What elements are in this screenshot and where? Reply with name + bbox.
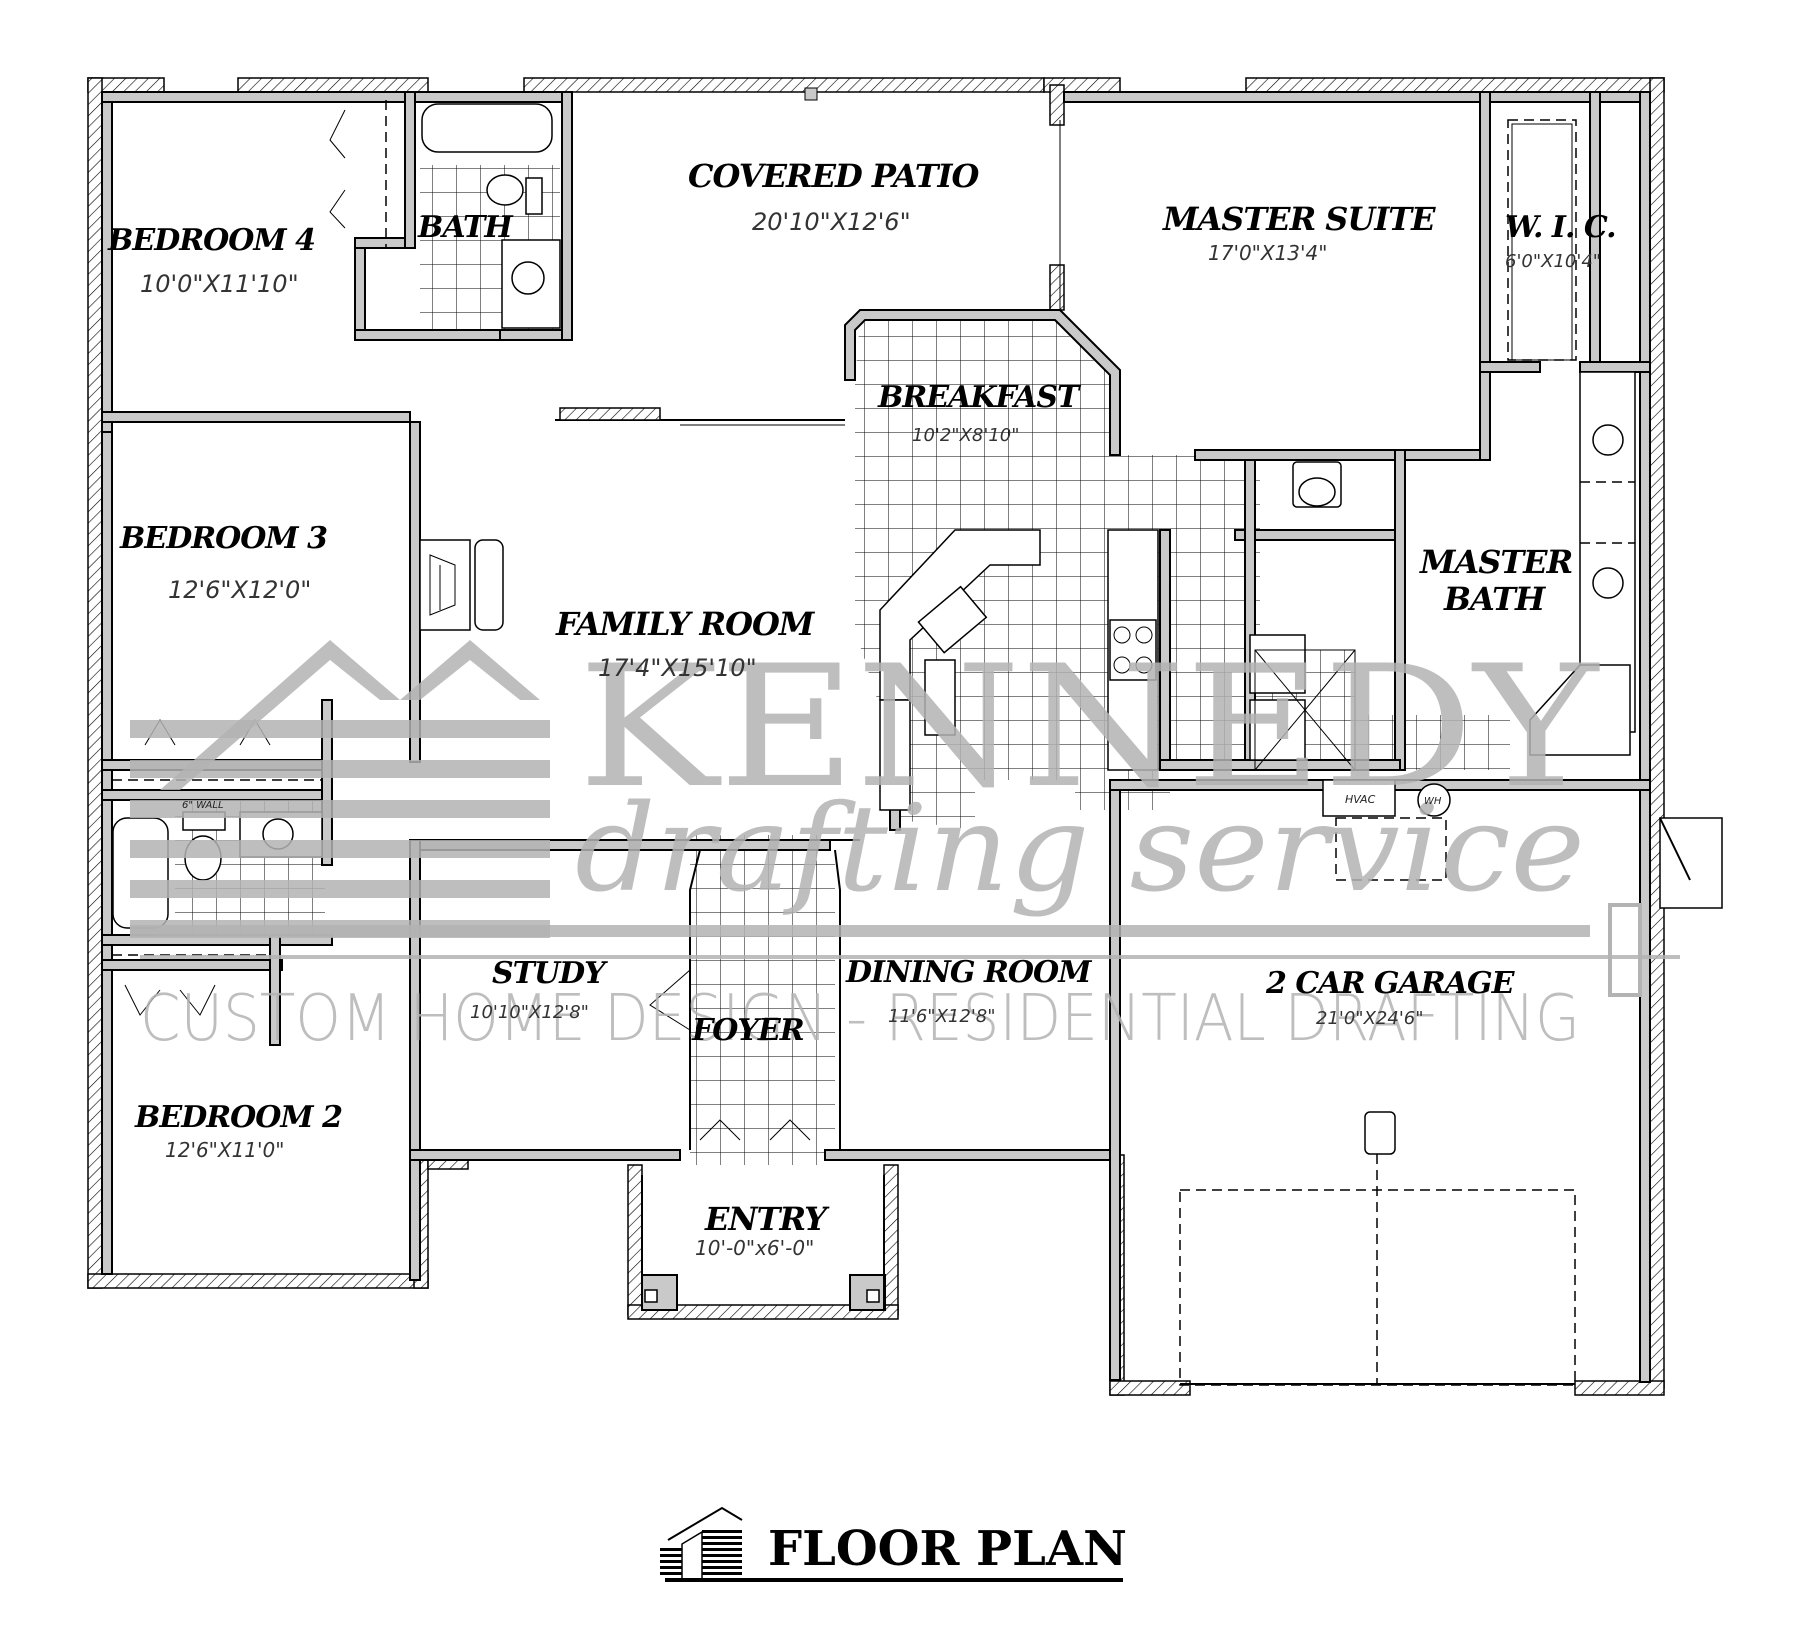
covered-patio-name: COVERED PATIO: [688, 157, 979, 195]
watermark-company: KENNEDY: [578, 629, 1600, 825]
master-suite-dim: 17'0"X13'4": [1208, 241, 1327, 265]
garage-dim: 21'0"X24'6": [1316, 1008, 1424, 1029]
dining-room-dim: 11'6"X12'8": [888, 1006, 996, 1027]
family-room-dim: 17'4"X15'10": [598, 654, 757, 682]
exterior-walls: [87, 77, 1665, 1396]
master-suite-name: MASTER SUITE: [1162, 200, 1436, 238]
covered-patio-dim: 20'10"X12'6": [752, 208, 911, 236]
bedroom4-name: BEDROOM 4: [107, 223, 315, 258]
fixtures: [112, 87, 1723, 1386]
house-logo-icon: [660, 1506, 743, 1578]
master-bath-name-line1: MASTER: [1419, 543, 1572, 581]
breakfast-name: BREAKFAST: [877, 380, 1082, 415]
wall-note: 6" WALL: [182, 800, 224, 811]
dining-room-name: DINING ROOM: [845, 955, 1092, 990]
family-room-name: FAMILY ROOM: [555, 605, 816, 643]
bedroom2-name: BEDROOM 2: [134, 1100, 342, 1135]
plan-title: FLOOR PLAN: [768, 1521, 1127, 1577]
water-heater-label: WH: [1424, 796, 1442, 807]
foyer-tile: [690, 835, 835, 1165]
breakfast-dim: 10'2"X8'10": [912, 425, 1020, 446]
title-underline: [665, 1578, 1123, 1582]
entry-dim: 10'-0"x6'-0": [695, 1236, 814, 1260]
wic-dim: 6'0"X10'4": [1505, 251, 1601, 272]
title-block: FLOOR PLAN: [660, 1506, 1127, 1582]
bedroom3-dim: 12'6"X12'0": [168, 576, 311, 604]
hvac-label: HVAC: [1345, 793, 1376, 806]
study-dim: 10'10"X12'8": [470, 1002, 589, 1023]
bedroom4-dim: 10'0"X11'10": [140, 270, 299, 298]
study-name: STUDY: [492, 956, 608, 991]
watermark: KENNEDY drafting service CUSTOM HOME DES…: [130, 629, 1680, 1056]
room-labels: BEDROOM 4 10'0"X11'10" BATH COVERED PATI…: [107, 157, 1617, 1260]
watermark-house-logo: [130, 640, 550, 938]
garage-name: 2 CAR GARAGE: [1265, 966, 1516, 1001]
bath-name: BATH: [417, 210, 514, 245]
entry-name: ENTRY: [704, 1200, 830, 1238]
watermark-tagline: CUSTOM HOME DESIGN - RESIDENTIAL DRAFTIN…: [140, 982, 1580, 1056]
watermark-rule: [130, 925, 1590, 937]
foyer-name: FOYER: [691, 1013, 804, 1048]
watermark-service: drafting service: [575, 780, 1585, 919]
bedroom2-dim: 12'6"X11'0": [165, 1138, 284, 1162]
master-bath-name-line2: BATH: [1443, 580, 1547, 618]
wic-name: W. I. C.: [1505, 210, 1616, 245]
bedroom3-name: BEDROOM 3: [119, 521, 327, 556]
